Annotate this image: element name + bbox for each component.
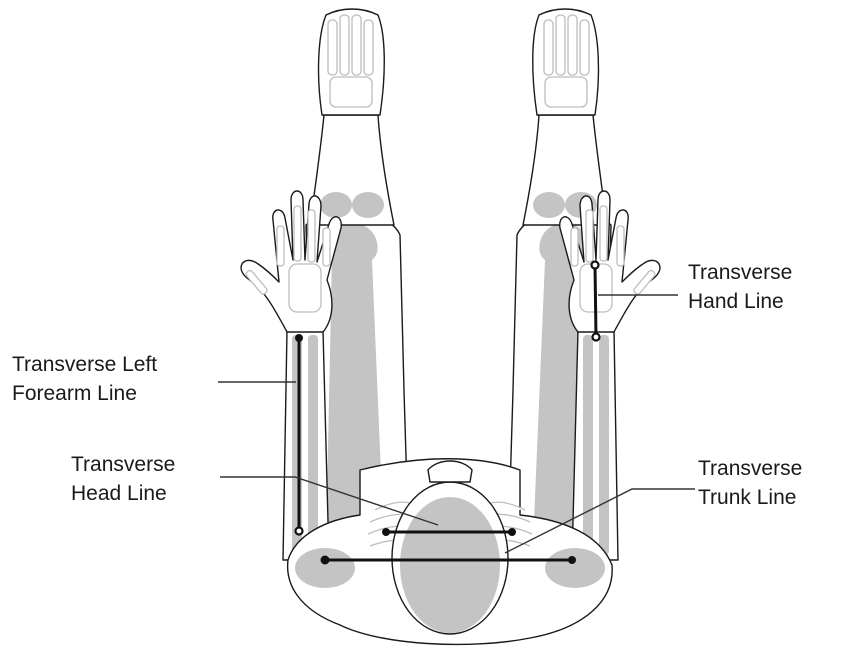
forearm-line-label: Transverse Left Forearm Line: [12, 350, 157, 408]
trunk-line-label: Transverse Trunk Line: [698, 454, 802, 512]
head-line-label: Transverse Head Line: [71, 450, 175, 508]
right-shoulder-bone: [545, 548, 605, 588]
head-line-label-line2: Head Line: [71, 479, 175, 508]
trunk-line-label-line2: Trunk Line: [698, 483, 802, 512]
forearm-line-label-line2: Forearm Line: [12, 379, 157, 408]
hand-line-label: Transverse Hand Line: [688, 258, 792, 316]
hand-line-label-line2: Hand Line: [688, 287, 792, 316]
nose: [428, 461, 472, 482]
forearm-line-label-line1: Transverse Left: [12, 350, 157, 379]
trunk-line-label-line1: Transverse: [698, 454, 802, 483]
left-shoulder-bone: [295, 548, 355, 588]
hand-line-label-line1: Transverse: [688, 258, 792, 287]
head-line-label-line1: Transverse: [71, 450, 175, 479]
